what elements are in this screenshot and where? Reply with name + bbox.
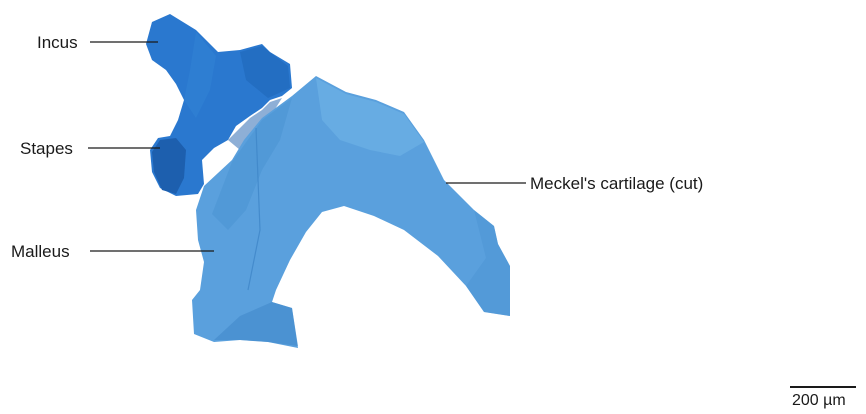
stapes-label: Stapes xyxy=(20,140,73,157)
meckels-cartilage-label: Meckel's cartilage (cut) xyxy=(530,175,703,192)
malleus-label: Malleus xyxy=(11,243,70,260)
incus-label: Incus xyxy=(37,34,78,51)
scale-bar-label: 200 µm xyxy=(792,392,846,410)
